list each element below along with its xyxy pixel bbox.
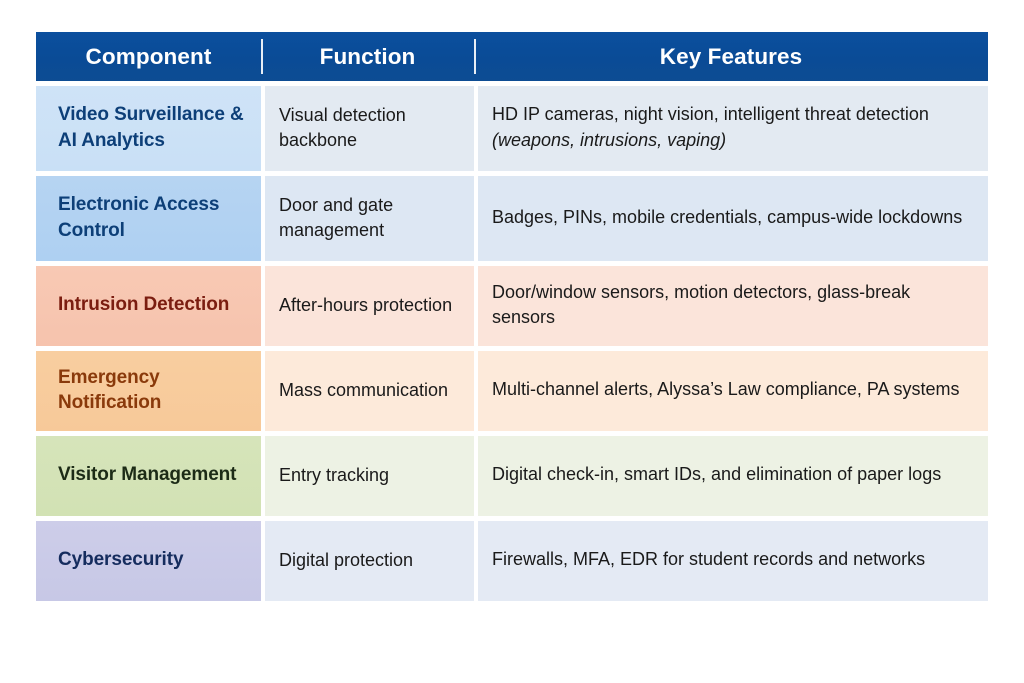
cell-key-features: Firewalls, MFA, EDR for student records … bbox=[478, 521, 988, 601]
cell-component: Cybersecurity bbox=[36, 521, 261, 601]
column-header-key-features: Key Features bbox=[659, 43, 803, 69]
column-header-component: Component bbox=[85, 43, 212, 69]
cell-function: Entry tracking bbox=[265, 436, 474, 516]
key-features-text: HD IP cameras, night vision, intelligent… bbox=[492, 104, 929, 125]
cell-function: Mass communication bbox=[265, 351, 474, 431]
cell-key-features: Multi-channel alerts, Alyssa’s Law compl… bbox=[478, 351, 988, 431]
header-divider-1 bbox=[261, 39, 263, 74]
table-row: Intrusion Detection After-hours protecti… bbox=[36, 266, 988, 346]
cell-key-features: Door/window sensors, motion detectors, g… bbox=[478, 266, 988, 346]
cell-key-features: Badges, PINs, mobile credentials, campus… bbox=[478, 176, 988, 261]
cell-function: Visual detection backbone bbox=[265, 86, 474, 171]
table-body: Video Surveillance & AI Analytics Visual… bbox=[36, 86, 988, 601]
key-features-note: (weapons, intrusions, vaping) bbox=[492, 129, 727, 150]
cell-function: Door and gate management bbox=[265, 176, 474, 261]
table-row: Emergency Notification Mass communicatio… bbox=[36, 351, 988, 431]
cell-function: After-hours protection bbox=[265, 266, 474, 346]
table-row: Electronic Access Control Door and gate … bbox=[36, 176, 988, 261]
cell-component: Visitor Management bbox=[36, 436, 261, 516]
components-table: Component Function Key Features Video Su… bbox=[36, 32, 988, 601]
table-header-row: Component Function Key Features bbox=[36, 32, 988, 81]
cell-key-features: HD IP cameras, night vision, intelligent… bbox=[478, 86, 988, 171]
header-divider-2 bbox=[474, 39, 476, 74]
table-row: Cybersecurity Digital protection Firewal… bbox=[36, 521, 988, 601]
cell-component: Electronic Access Control bbox=[36, 176, 261, 261]
cell-function: Digital protection bbox=[265, 521, 474, 601]
table-row: Video Surveillance & AI Analytics Visual… bbox=[36, 86, 988, 171]
table-row: Visitor Management Entry tracking Digita… bbox=[36, 436, 988, 516]
column-header-function: Function bbox=[319, 43, 416, 69]
cell-component: Emergency Notification bbox=[36, 351, 261, 431]
cell-component: Video Surveillance & AI Analytics bbox=[36, 86, 261, 171]
cell-key-features: Digital check-in, smart IDs, and elimina… bbox=[478, 436, 988, 516]
cell-component: Intrusion Detection bbox=[36, 266, 261, 346]
